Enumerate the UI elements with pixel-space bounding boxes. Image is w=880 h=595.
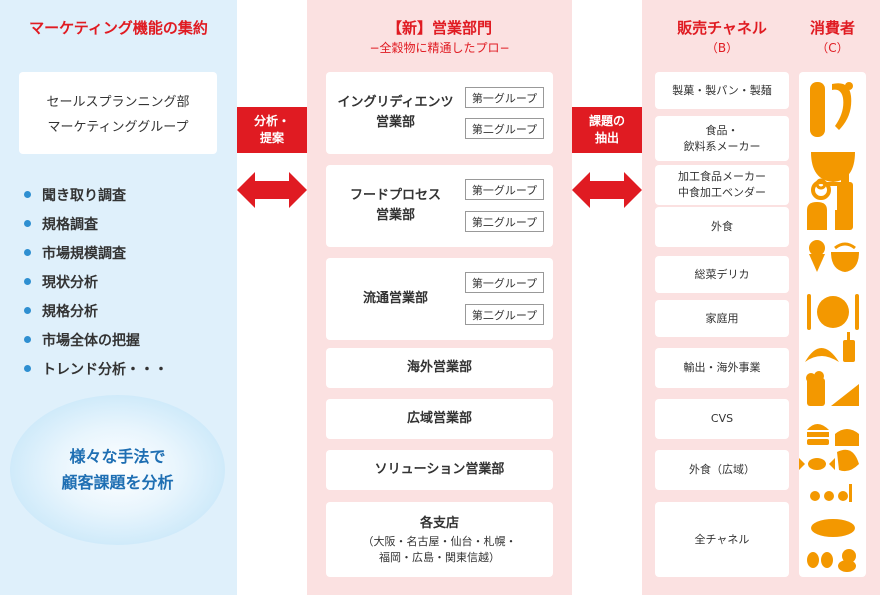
- chick-icon: [838, 549, 856, 572]
- sales-dept-card: 流通営業部: [326, 258, 553, 340]
- sales-dept-name: 海外営業部: [406, 360, 472, 375]
- sales-dept-card: イングリディエンツ 営業部: [326, 72, 553, 154]
- pizza-icon: [831, 384, 859, 406]
- ice-cream-icon: [809, 240, 825, 272]
- channel-item: 外食: [655, 207, 789, 247]
- bullet-item: 規格分析: [24, 296, 168, 325]
- marketing-card-line-1: セールスプランニング部: [46, 95, 190, 110]
- bullet-item: 市場規模調査: [24, 238, 168, 267]
- branches-title: 各支店: [419, 515, 459, 531]
- group-label: 第二グループ: [465, 118, 544, 139]
- marketing-title: マーケティング機能の集約: [29, 19, 208, 37]
- group-label: 第一グループ: [465, 272, 544, 293]
- sales-title: 【新】営業部門: [386, 19, 492, 37]
- pizza-pie-icon: [811, 519, 855, 537]
- consumer-title: 消費者: [809, 19, 855, 37]
- sales-dept-card: 広域営業部: [326, 399, 553, 439]
- pretzel-icon: [811, 178, 831, 200]
- channel-subtitle: （B）: [705, 41, 739, 55]
- channel-item: 外食（広域）: [655, 450, 789, 490]
- juice-icon: [843, 332, 855, 362]
- dumplings-icon: [810, 484, 852, 502]
- sales-dept-card: フードプロセス 営業部: [326, 165, 553, 247]
- branches-detail: （大阪・名古屋・仙台・札幌・ 福岡・広島・関東信越）: [362, 534, 517, 564]
- sales-dept-name: ソリューション営業部: [374, 462, 505, 477]
- ellipse-line-1: 様々な手法で: [69, 447, 166, 466]
- burger-icon: [807, 424, 829, 445]
- candy-icon: [799, 458, 835, 470]
- consumer-subtitle: （C）: [816, 41, 849, 55]
- sales-dept-name: 流通営業部: [362, 291, 428, 306]
- channel-item: 製菓・製パン・製麺: [655, 72, 789, 109]
- channel-item: 輸出・海外事業: [655, 348, 789, 388]
- group-label: 第二グループ: [465, 304, 544, 325]
- bullet-item: 規格調査: [24, 209, 168, 238]
- eggs-icon: [807, 552, 833, 568]
- marketing-card: セールスプランニング部 マーケティンググループ: [19, 72, 217, 154]
- channel-item: 加工食品メーカー 中食加工ベンダー: [655, 165, 789, 205]
- carton-icon: [835, 210, 849, 230]
- group-label: 第一グループ: [465, 179, 544, 200]
- channel-item: CVS: [655, 399, 789, 439]
- marketing-bullet-list: 聞き取り調査 規格調査 市場規模調査 現状分析 規格分析 市場全体の把握 トレン…: [24, 180, 168, 383]
- bullet-item: 聞き取り調査: [24, 180, 168, 209]
- food-icons: [799, 82, 859, 572]
- cake-icon: [835, 429, 859, 446]
- sales-dept-card: ソリューション営業部: [326, 450, 553, 490]
- shrimp-tempura-icon: [832, 82, 853, 130]
- bullet-dot-icon: [24, 278, 31, 285]
- bullet-dot-icon: [24, 191, 31, 198]
- bullet-dot-icon: [24, 220, 31, 227]
- bullet-dot-icon: [24, 365, 31, 372]
- pasta-icon: [831, 242, 859, 272]
- group-label: 第二グループ: [465, 211, 544, 232]
- sales-dept-card: 海外営業部: [326, 348, 553, 388]
- analysis-proposal-label: 分析・ 提案: [237, 107, 307, 153]
- channel-item: 全チャネル: [655, 502, 789, 577]
- marketing-card-line-2: マーケティンググループ: [47, 120, 189, 135]
- group-label: 第一グループ: [465, 87, 544, 108]
- channel-item: 食品・ 飲料系メーカー: [655, 116, 789, 161]
- sales-subtitle: −全穀物に精通したプロ−: [369, 41, 510, 55]
- bread-icon: [810, 82, 825, 137]
- sales-dept-name: 広域営業部: [406, 411, 472, 426]
- branches-card: 各支店 （大阪・名古屋・仙台・札幌・ 福岡・広島・関東信越）: [326, 502, 553, 577]
- sales-dept-name: フードプロセス 営業部: [349, 188, 441, 223]
- channel-title: 販売チャネル: [677, 19, 767, 37]
- bullet-item: 市場全体の把握: [24, 325, 168, 354]
- bullet-dot-icon: [24, 336, 31, 343]
- plate-cutlery-icon: [807, 294, 859, 330]
- bullet-item: トレンド分析・・・: [24, 354, 168, 383]
- chicken-icon: [837, 449, 859, 472]
- double-arrow-icon: [572, 172, 642, 208]
- sales-dept-name: イングリディエンツ 営業部: [337, 95, 454, 130]
- beer-icon: [806, 371, 825, 406]
- bullet-dot-icon: [24, 307, 31, 314]
- ellipse-line-2: 顧客課題を分析: [61, 473, 174, 492]
- bullet-dot-icon: [24, 249, 31, 256]
- channel-item: 家庭用: [655, 300, 789, 337]
- channel-item: 総菜デリカ: [655, 256, 789, 293]
- analysis-ellipse: 様々な手法で 顧客課題を分析: [10, 395, 225, 545]
- toast-icon: [807, 202, 827, 230]
- issue-extraction-label: 課題の 抽出: [572, 107, 642, 153]
- double-arrow-icon: [237, 172, 307, 208]
- bullet-item: 現状分析: [24, 267, 168, 296]
- consumer-icon-panel: [799, 72, 866, 577]
- croissant-icon: [805, 348, 839, 362]
